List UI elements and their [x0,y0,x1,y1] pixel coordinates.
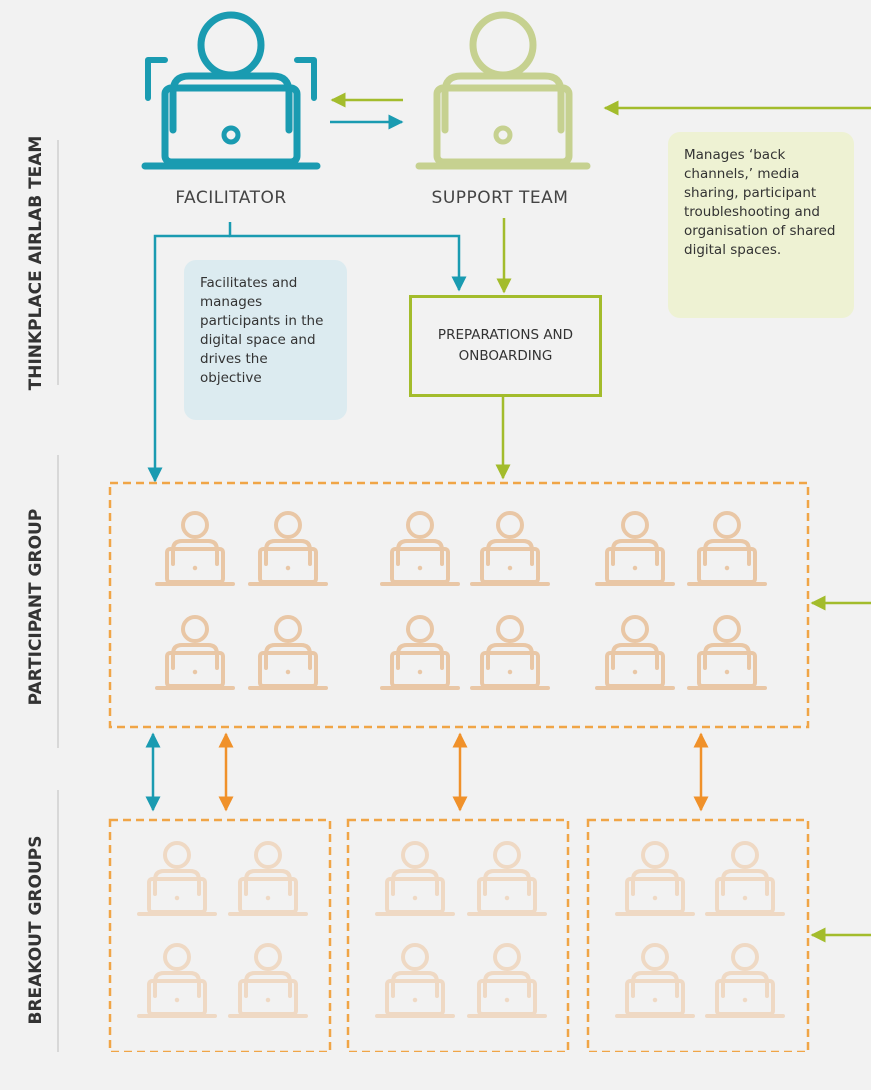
breakout-participant-icon [137,943,217,1018]
participant-icon [248,615,328,690]
participant-icon [595,615,675,690]
arrow-facilitator-to-participants [147,234,230,483]
workflow-diagram [57,11,871,1052]
facilitator-label: FACILITATOR [175,188,287,208]
breakout-group-1 [108,818,332,1052]
participant-icon [155,615,235,690]
arrow-facilitator-to-prep [228,222,467,292]
breakout-participant-icon [228,943,308,1018]
breakout-group-2 [346,818,570,1052]
breakout-participant-icon [615,943,695,1018]
participant-group-box [108,481,810,729]
section-label-participant: PARTICIPANT GROUP [26,508,46,706]
preparations-box: PREPARATIONS AND ONBOARDING [409,295,602,397]
participant-icon [470,615,550,690]
section-label-team: THINKPLACE AIRLAB TEAM [26,135,46,391]
breakout-participant-icon [467,943,547,1018]
preparations-label: PREPARATIONS AND ONBOARDING [437,327,574,364]
breakout-participant-icon [615,841,695,916]
breakout-icons [137,841,785,1018]
breakout-participant-icon [467,841,547,916]
participant-icons [155,511,767,690]
breakout-participant-icon [228,841,308,916]
participant-icon [687,615,767,690]
breakout-participant-icon [705,841,785,916]
participant-icon [380,615,460,690]
support-icon [415,11,591,170]
support-team-label: SUPPORT TEAM [431,188,569,208]
participant-icon [380,511,460,586]
breakout-participant-icon [375,943,455,1018]
facilitator-icon [141,11,321,170]
participant-icon [687,511,767,586]
participant-icon [248,511,328,586]
facilitator-note: Facilitates and manages participants in … [184,260,347,420]
breakout-participant-icon [375,841,455,916]
breakout-participant-icon [137,841,217,916]
participant-icon [155,511,235,586]
participant-icon [470,511,550,586]
breakout-participant-icon [705,943,785,1018]
participant-icon [595,511,675,586]
section-label-breakout: BREAKOUT GROUPS [26,835,46,1025]
support-note: Manages ‘back channels,’ media sharing, … [668,132,854,318]
breakout-group-3 [586,818,810,1052]
